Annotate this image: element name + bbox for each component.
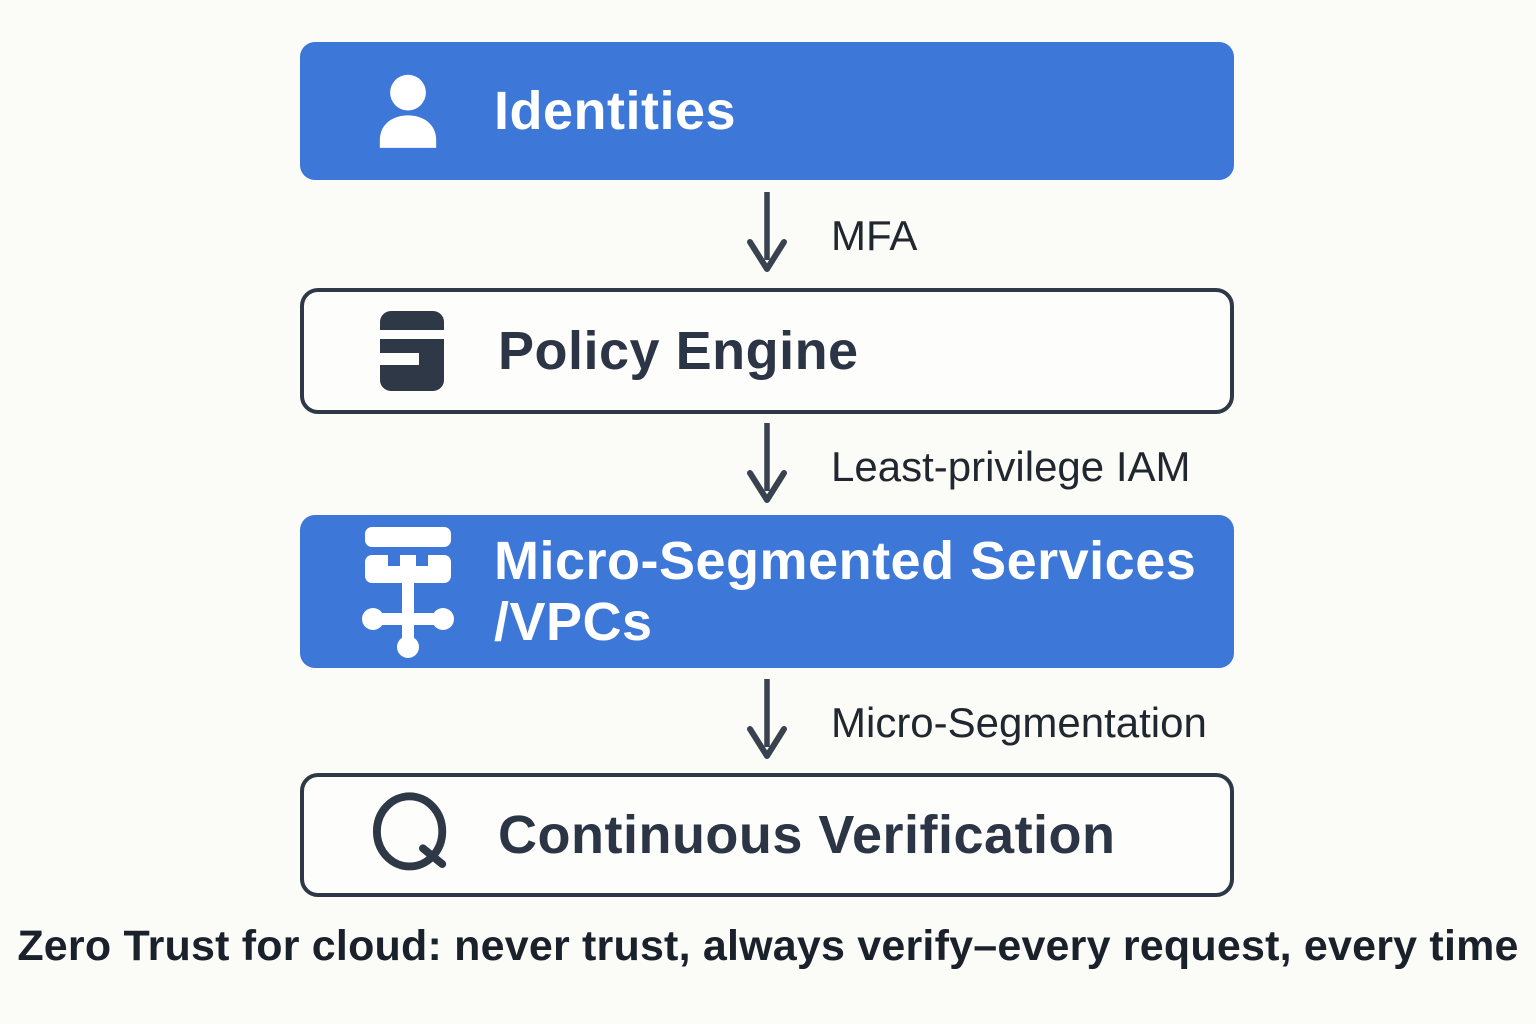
node-identities: Identities: [300, 42, 1234, 180]
arrow-down-icon: [747, 192, 787, 272]
node-continuous-verification: Continuous Verification: [300, 773, 1234, 897]
node-label: Identities: [494, 80, 737, 141]
arrow-down-icon: [747, 422, 787, 503]
node-micro-segmented-services: Micro-Segmented Services /VPCs: [300, 515, 1234, 668]
arrow-down-icon: [747, 678, 787, 759]
connector-micro-segmentation: Micro-Segmentation: [300, 668, 1234, 773]
segmentation-icon: [358, 525, 458, 659]
connector-label: Micro-Segmentation: [831, 698, 1207, 746]
diagram-caption: Zero Trust for cloud: never trust, alway…: [17, 922, 1519, 970]
connector-label: MFA: [831, 211, 918, 259]
node-policy-engine: Policy Engine: [300, 288, 1234, 414]
node-label: Policy Engine: [498, 320, 859, 381]
node-label: Continuous Verification: [498, 804, 1116, 865]
connector-mfa: MFA: [300, 180, 1234, 288]
zero-trust-flow-diagram: Identities MFA Policy Engine Least-privi…: [300, 42, 1234, 897]
node-label: Micro-Segmented Services /VPCs: [494, 531, 1197, 652]
user-icon: [358, 72, 458, 150]
connector-least-privilege-iam: Least-privilege IAM: [300, 414, 1234, 515]
policy-stack-icon: [362, 311, 462, 391]
magnifier-icon: [362, 789, 462, 881]
connector-label: Least-privilege IAM: [831, 442, 1191, 490]
